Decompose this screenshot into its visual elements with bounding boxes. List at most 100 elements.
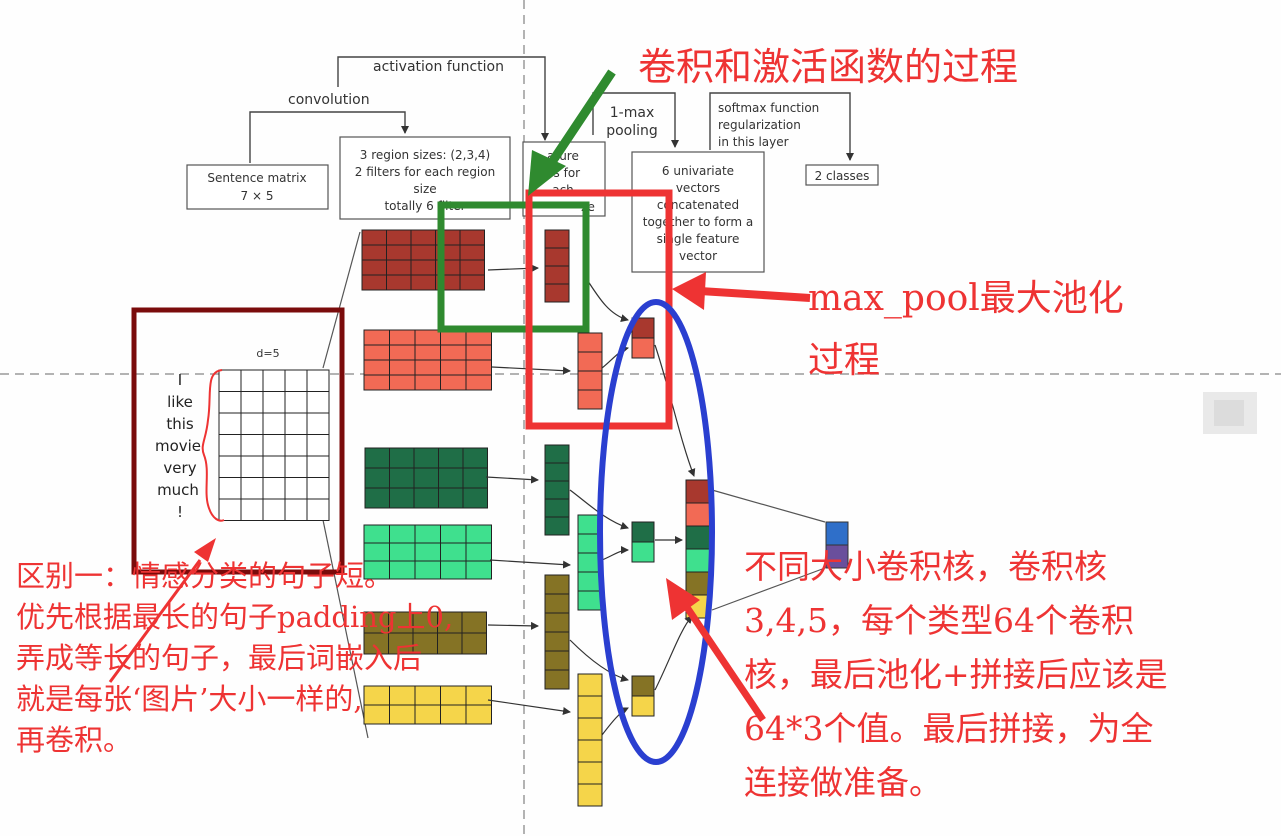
feature-map-cell-3a bbox=[544, 462, 570, 482]
filter-cell-size4-a bbox=[361, 274, 387, 291]
filter-cell-size3-a bbox=[438, 447, 464, 469]
feature-map-cell-2a bbox=[544, 669, 570, 690]
word-very: very bbox=[163, 459, 196, 477]
filter-cell-size4-b bbox=[363, 374, 390, 391]
sentence-cell bbox=[240, 391, 264, 414]
sentence-cell bbox=[240, 498, 264, 521]
concat-to-output-lines bbox=[711, 489, 826, 611]
filter-cell-size3-a bbox=[413, 467, 439, 489]
sentence-highlight-box bbox=[131, 307, 345, 575]
right-note-arrow bbox=[666, 578, 766, 722]
concat-cell bbox=[685, 525, 711, 550]
vectors-line6: vector bbox=[679, 249, 717, 263]
vectors-line4: together to form a bbox=[643, 215, 754, 229]
feature-map-columns bbox=[544, 229, 603, 807]
filter-cell-size3-a bbox=[462, 487, 488, 509]
feature-map-cell-4a bbox=[544, 247, 570, 267]
feature-map-cell-4b bbox=[577, 370, 603, 391]
softmax-line2: regularization bbox=[718, 118, 801, 132]
filter-cell-size3-a bbox=[462, 467, 488, 489]
filter-cell-size3-a bbox=[389, 467, 415, 489]
convolution-label: convolution bbox=[288, 92, 370, 108]
filter-cell-size4-b bbox=[414, 329, 441, 346]
left-note-line4: 就是每张‘图片’大小一样的, bbox=[16, 682, 363, 716]
filter-cell-size3-a bbox=[462, 447, 488, 469]
sentence-cell bbox=[218, 455, 242, 478]
filter-cell-size3-b bbox=[465, 560, 492, 580]
filter-cell-size4-a bbox=[459, 259, 485, 276]
pooled-cell bbox=[631, 521, 655, 543]
filter-cell-size4-a bbox=[410, 274, 436, 291]
region-sizes-line1: 3 region sizes: (2,3,4) bbox=[360, 148, 491, 162]
sentence-matrix-label: Sentence matrix bbox=[207, 171, 306, 185]
sentence-cell bbox=[306, 369, 330, 392]
pooled-cell bbox=[631, 675, 655, 697]
filter-cell-size4-b bbox=[440, 374, 467, 391]
filter-cell-size3-a bbox=[438, 467, 464, 489]
pooling-label-line2: pooling bbox=[606, 123, 658, 139]
sentence-cell bbox=[284, 412, 308, 435]
left-note-arrow bbox=[108, 538, 216, 683]
concat-cell bbox=[685, 479, 711, 504]
sentence-cell bbox=[240, 412, 264, 435]
filter-cell-size4-a bbox=[459, 274, 485, 291]
left-note: 区别一：情感分类的句子短。 优先根据最长的句子padding上0, 弄成等长的句… bbox=[16, 556, 453, 761]
filter-matrices bbox=[361, 229, 492, 725]
feature-map-cell-4a bbox=[544, 283, 570, 303]
feature-map-cell-2b bbox=[577, 761, 603, 785]
filter-cell-size4-b bbox=[414, 344, 441, 361]
sentence-cell bbox=[262, 434, 286, 457]
filter-cell-size4-b bbox=[465, 344, 492, 361]
filter-cell-size3-a bbox=[389, 487, 415, 509]
filter-cell-size3-a bbox=[438, 487, 464, 509]
right-note-line2: 3,4,5，每个类型64个卷积 bbox=[744, 601, 1134, 640]
sentence-cell bbox=[306, 455, 330, 478]
filter-fan-lines bbox=[322, 231, 369, 739]
feature-map-cell-4b bbox=[577, 351, 603, 372]
filter-cell-size4-b bbox=[389, 344, 416, 361]
filter-cell-size4-b bbox=[414, 359, 441, 376]
feature-map-cell-2b bbox=[577, 695, 603, 719]
feature-map-cell-2b bbox=[577, 739, 603, 763]
right-note-line1: 不同大小卷积核，卷积核 bbox=[744, 547, 1107, 586]
filter-cell-size3-a bbox=[413, 487, 439, 509]
filter-cell-size3-b bbox=[414, 524, 441, 544]
sentence-cell bbox=[262, 455, 286, 478]
feature-map-cell-2a bbox=[544, 593, 570, 614]
filter-cell-size3-b bbox=[465, 524, 492, 544]
filter-cell-size2-b bbox=[465, 704, 492, 725]
filter-cell-size2-b bbox=[465, 685, 492, 706]
word-exclamation: ! bbox=[177, 503, 183, 521]
sentence-matrix-grid bbox=[218, 369, 330, 521]
filter-cell-size4-a bbox=[386, 259, 412, 276]
sentence-cell bbox=[218, 369, 242, 392]
word-movie: movie bbox=[155, 437, 201, 455]
filter-cell-size4-b bbox=[363, 329, 390, 346]
right-note-line4: 64*3个值。最后拼接，为全 bbox=[744, 709, 1154, 748]
maxpool-title-line2: 过程 bbox=[808, 340, 881, 381]
feature-map-cell-2a bbox=[544, 650, 570, 671]
filter-cell-size2-a bbox=[461, 611, 487, 634]
sentence-cell bbox=[284, 391, 308, 414]
feature-map-cell-2a bbox=[544, 574, 570, 595]
sentence-cell bbox=[284, 369, 308, 392]
feature-map-cell-3a bbox=[544, 516, 570, 536]
filter-cell-size4-a bbox=[459, 244, 485, 261]
region-sizes-line3: size bbox=[413, 182, 436, 196]
watermark-blur-inner bbox=[1214, 400, 1244, 426]
vectors-line2: vectors bbox=[676, 181, 720, 195]
pooled-cell bbox=[631, 337, 655, 359]
word-like: like bbox=[167, 393, 193, 411]
filter-cell-size4-b bbox=[414, 374, 441, 391]
pooled-values bbox=[631, 317, 655, 717]
sentence-cell bbox=[306, 434, 330, 457]
filter-cell-size4-a bbox=[361, 229, 387, 246]
feature-map-cell-2b bbox=[577, 783, 603, 807]
filter-to-map-arrows bbox=[485, 264, 571, 715]
filter-cell-size4-a bbox=[459, 229, 485, 246]
sentence-cell bbox=[218, 391, 242, 414]
filter-cell-size4-b bbox=[389, 329, 416, 346]
filter-cell-size4-b bbox=[465, 359, 492, 376]
word-this: this bbox=[166, 415, 194, 433]
pooled-cell bbox=[631, 541, 655, 563]
